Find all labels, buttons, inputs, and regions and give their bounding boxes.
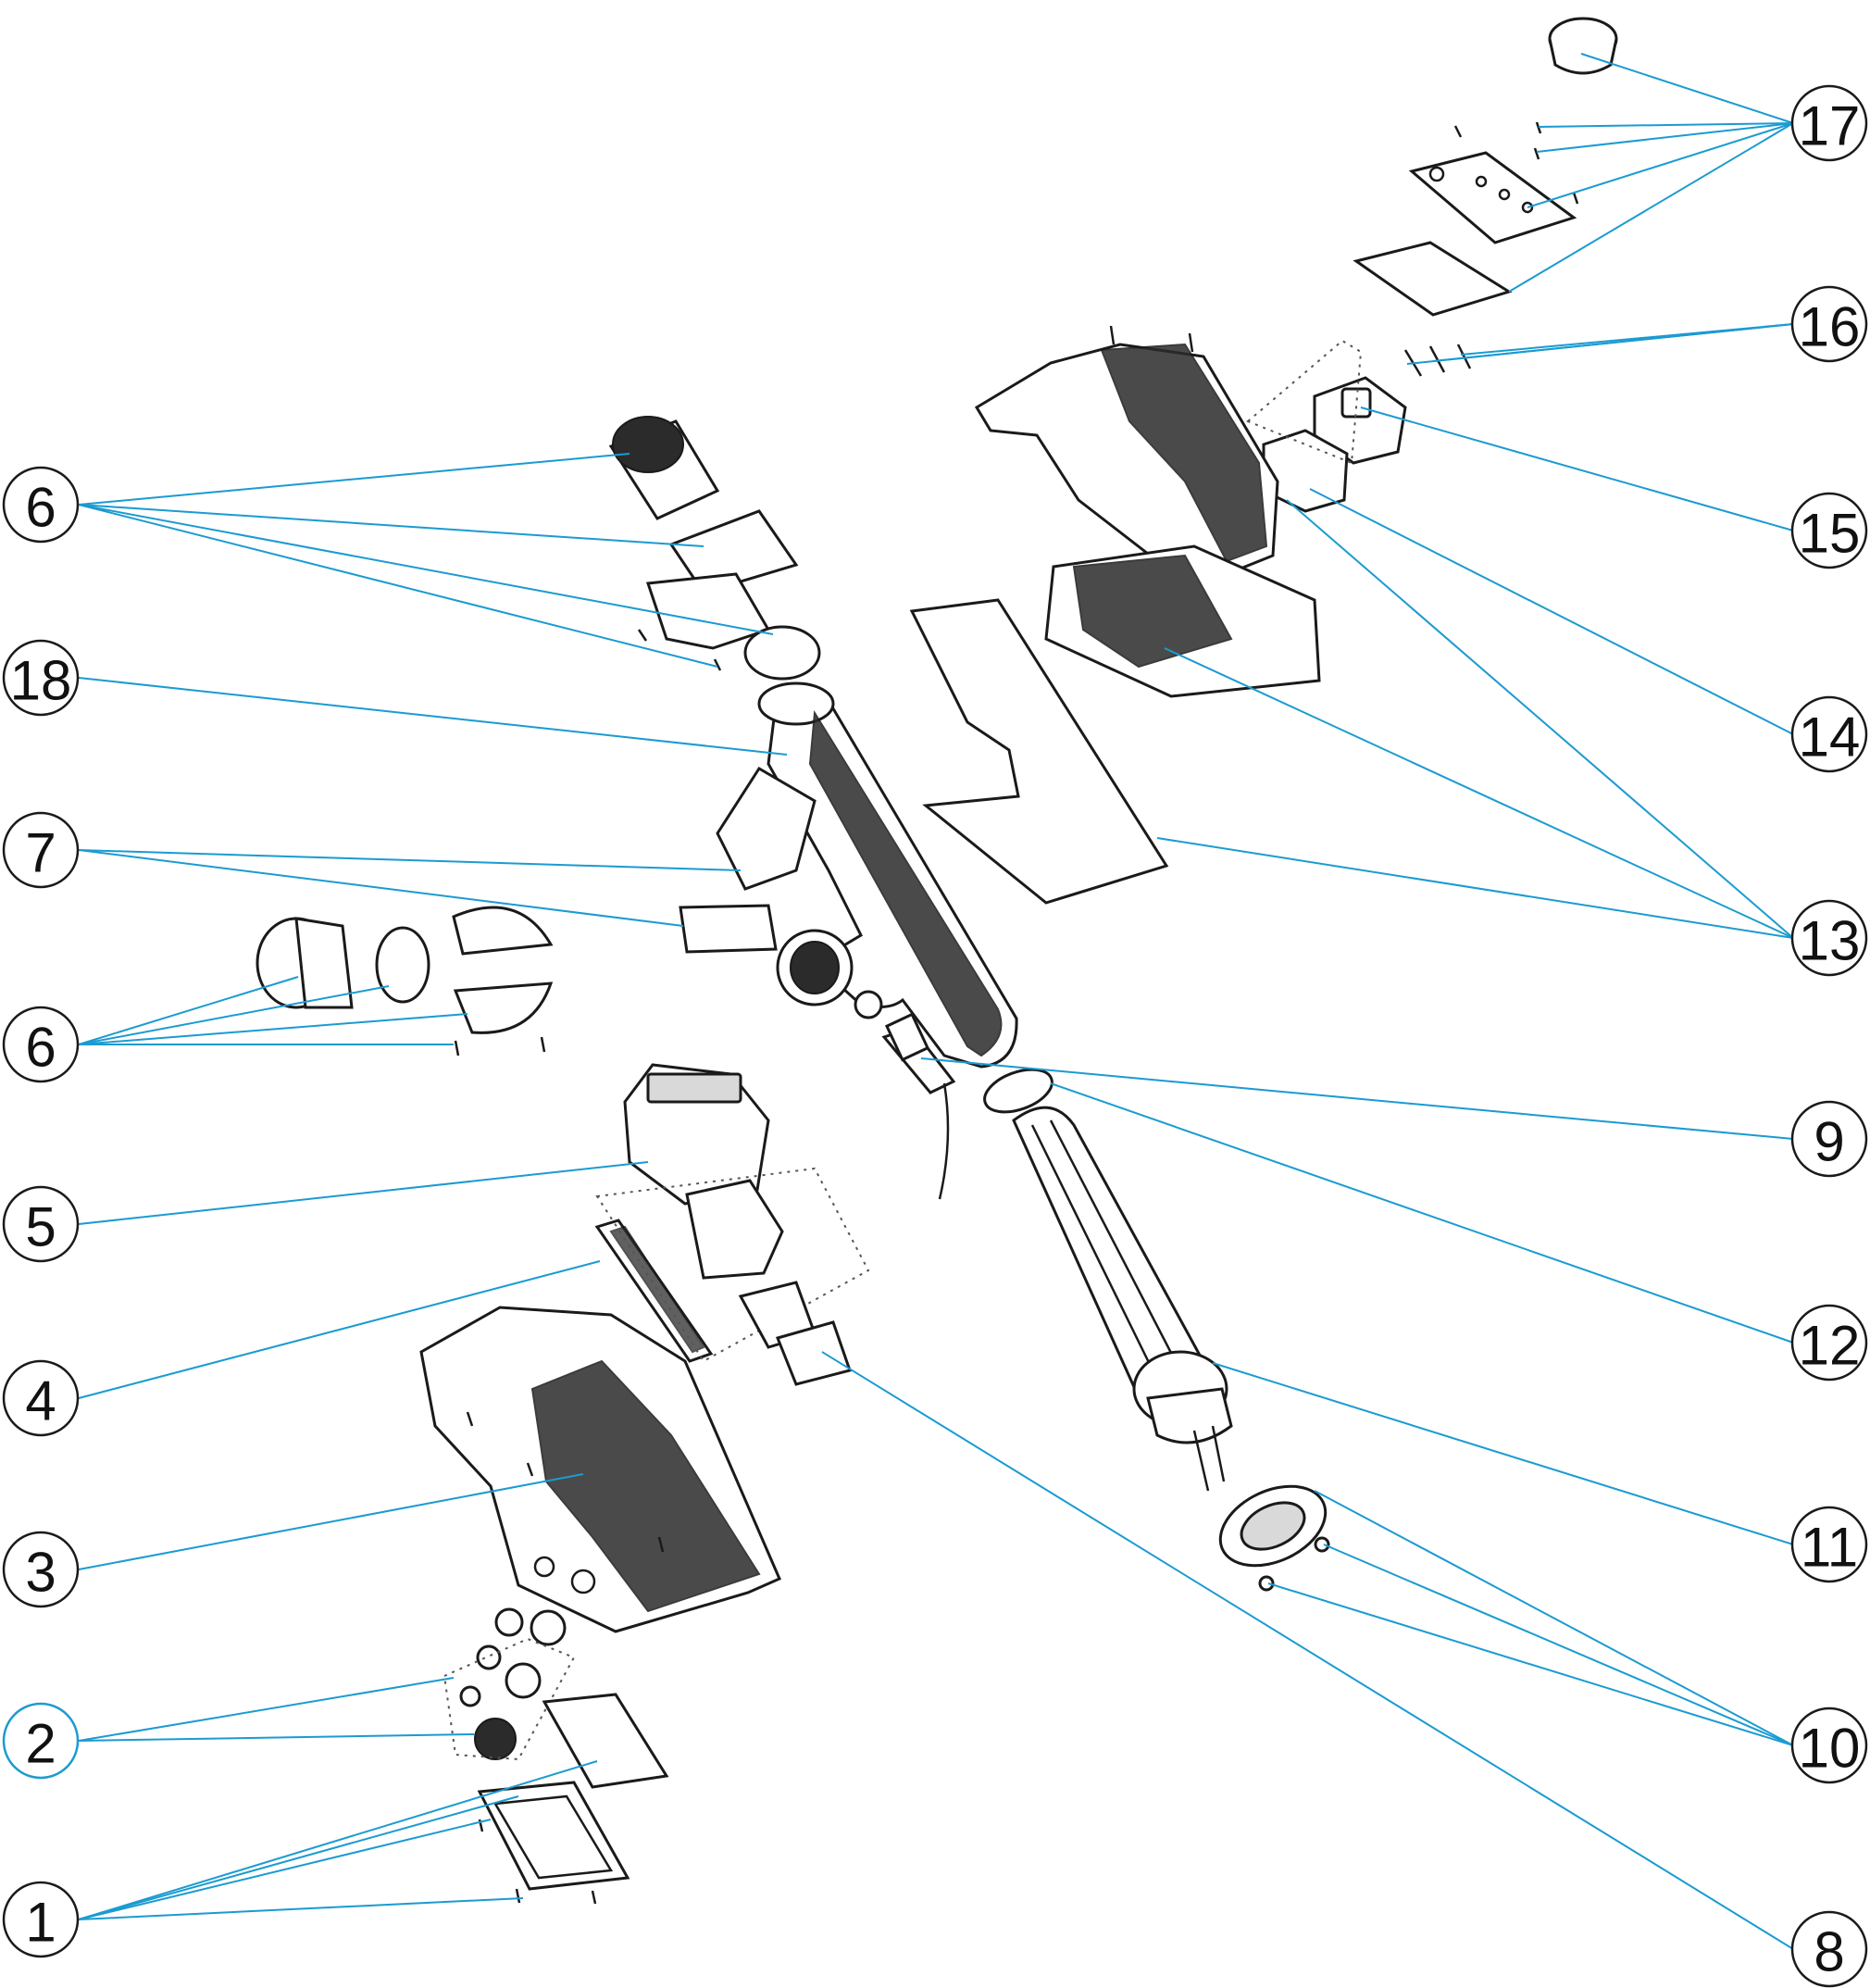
callout-14: 14 <box>1790 695 1868 773</box>
svg-text:9: 9 <box>1814 1111 1844 1173</box>
svg-text:18: 18 <box>10 650 72 712</box>
callout-10: 10 <box>1790 1707 1868 1784</box>
svg-text:16: 16 <box>1799 296 1861 358</box>
parts-artwork <box>256 17 1618 1905</box>
svg-text:5: 5 <box>25 1196 56 1258</box>
part-1-lid <box>477 1693 669 1905</box>
part-4-din-rail <box>594 1167 870 1363</box>
callout-17: 17 <box>1790 84 1868 162</box>
svg-text:4: 4 <box>25 1370 56 1432</box>
callout-6-lower: 6 <box>2 1006 80 1083</box>
svg-text:15: 15 <box>1799 503 1861 565</box>
callout-2: 2 <box>2 1702 80 1780</box>
part-3-lower-housing <box>419 1306 781 1633</box>
svg-text:1: 1 <box>25 1892 56 1954</box>
part-18-tee-body <box>757 681 1018 1200</box>
part-13-upper-housing <box>909 325 1321 905</box>
svg-text:12: 12 <box>1799 1315 1861 1377</box>
part-11-heating-element <box>1012 1106 1233 1492</box>
callout-5: 5 <box>2 1185 80 1263</box>
svg-text:10: 10 <box>1799 1718 1861 1780</box>
svg-text:2: 2 <box>25 1713 56 1775</box>
callout-3: 3 <box>2 1531 80 1608</box>
part-8-terminal <box>738 1281 852 1386</box>
part-17-cover-assembly <box>1353 17 1618 317</box>
svg-text:6: 6 <box>25 477 56 539</box>
part-6-union-upper <box>608 416 821 681</box>
callout-13: 13 <box>1790 899 1868 977</box>
svg-text:7: 7 <box>25 822 56 884</box>
svg-text:3: 3 <box>25 1542 56 1604</box>
callout-18: 18 <box>2 639 80 717</box>
leader-lines <box>78 53 1794 1950</box>
callout-8: 8 <box>1790 1910 1868 1988</box>
svg-text:14: 14 <box>1799 706 1861 769</box>
part-9-sensor <box>884 1012 930 1062</box>
callout-12: 12 <box>1790 1304 1868 1382</box>
part-2-cable-glands <box>443 1607 576 1761</box>
svg-text:11: 11 <box>1801 1517 1858 1579</box>
callout-labels: 6 18 7 6 5 4 3 2 <box>2 84 1868 1988</box>
callout-16: 16 <box>1790 285 1868 363</box>
part-5-contactor <box>623 1063 770 1206</box>
svg-text:13: 13 <box>1799 910 1861 972</box>
callout-1: 1 <box>2 1881 80 1958</box>
callout-9: 9 <box>1790 1100 1868 1178</box>
svg-text:6: 6 <box>25 1017 56 1079</box>
part-12-o-ring <box>983 1068 1053 1114</box>
callout-4: 4 <box>2 1359 80 1437</box>
callout-11: 11 <box>1790 1506 1868 1583</box>
callout-6-upper: 6 <box>2 466 80 544</box>
part-7-clamp <box>679 766 817 954</box>
svg-text:17: 17 <box>1799 95 1861 157</box>
callout-15: 15 <box>1790 492 1868 569</box>
part-10-retaining-ring <box>1218 1484 1330 1592</box>
part-6-union-lower <box>256 906 554 1057</box>
callout-7: 7 <box>2 811 80 889</box>
svg-text:8: 8 <box>1814 1921 1844 1983</box>
